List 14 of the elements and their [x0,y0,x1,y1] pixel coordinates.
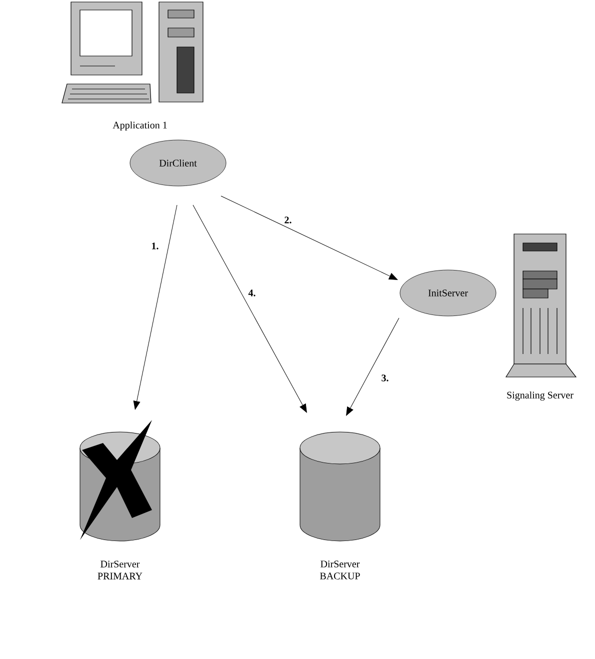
database-cylinder: DirServer BACKUP [300,432,380,580]
arrow [220,196,398,280]
caption: Application 1 [112,121,167,131]
edge-label: 3. [380,374,390,382]
edge-label: 1. [150,242,160,250]
caption: Signaling Server [507,391,574,401]
arrow [346,318,400,416]
node-label: DirServer BACKUP [320,560,360,580]
node-label: DirServer PRIMARY [98,560,142,580]
arrow [133,204,178,410]
arrow [192,204,307,413]
database-cylinder: DirServer PRIMARY [80,420,160,580]
edge-label: 2. [283,216,293,224]
edge-label: 4. [247,288,257,298]
